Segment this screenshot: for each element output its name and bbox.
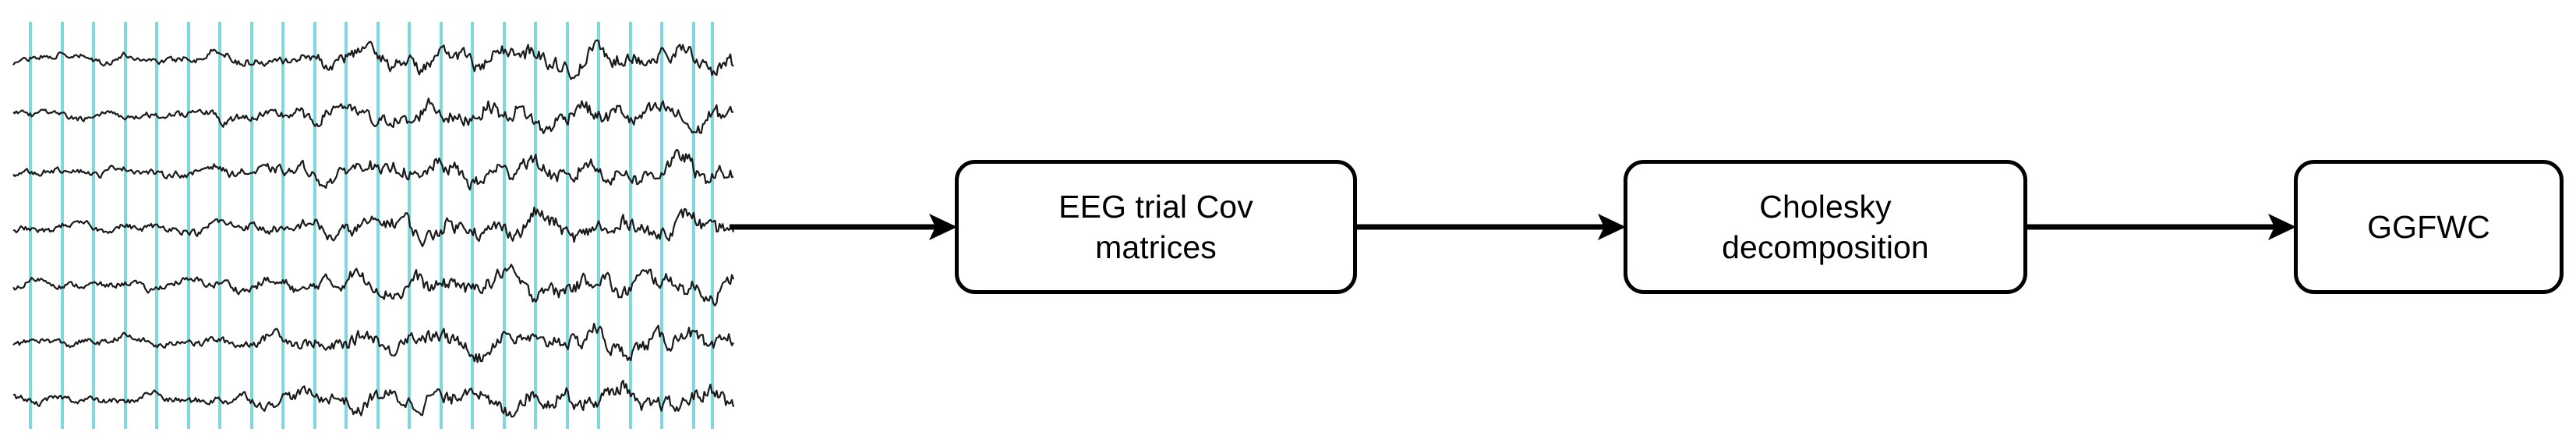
eeg-gridlines-group: [29, 22, 714, 429]
box-cholesky-decomposition[interactable]: Cholesky decomposition: [1624, 160, 2027, 294]
eeg-trace: [12, 264, 735, 307]
box-cov-label: EEG trial Cov matrices: [1058, 188, 1253, 265]
eeg-trace: [12, 322, 734, 363]
box-ggfwc-label: GGFWC: [2367, 208, 2490, 245]
eeg-signal-panel: [10, 22, 744, 429]
arrow-cov-to-cholesky: [1356, 211, 1626, 243]
eeg-traces-group: [12, 39, 735, 418]
eeg-trace: [12, 148, 734, 191]
eeg-plot-svg: [12, 22, 735, 429]
eeg-trace: [12, 39, 734, 80]
box-eeg-trial-cov-matrices[interactable]: EEG trial Cov matrices: [955, 160, 1357, 294]
eeg-trace: [12, 206, 735, 247]
eeg-trace: [12, 97, 734, 135]
eeg-trace: [12, 379, 735, 418]
arrow-eeg-to-cov: [730, 211, 957, 243]
box-ggfwc[interactable]: GGFWC: [2294, 160, 2564, 294]
box-cholesky-label: Cholesky decomposition: [1722, 188, 1929, 265]
arrow-cholesky-to-ggfwc: [2027, 211, 2296, 243]
